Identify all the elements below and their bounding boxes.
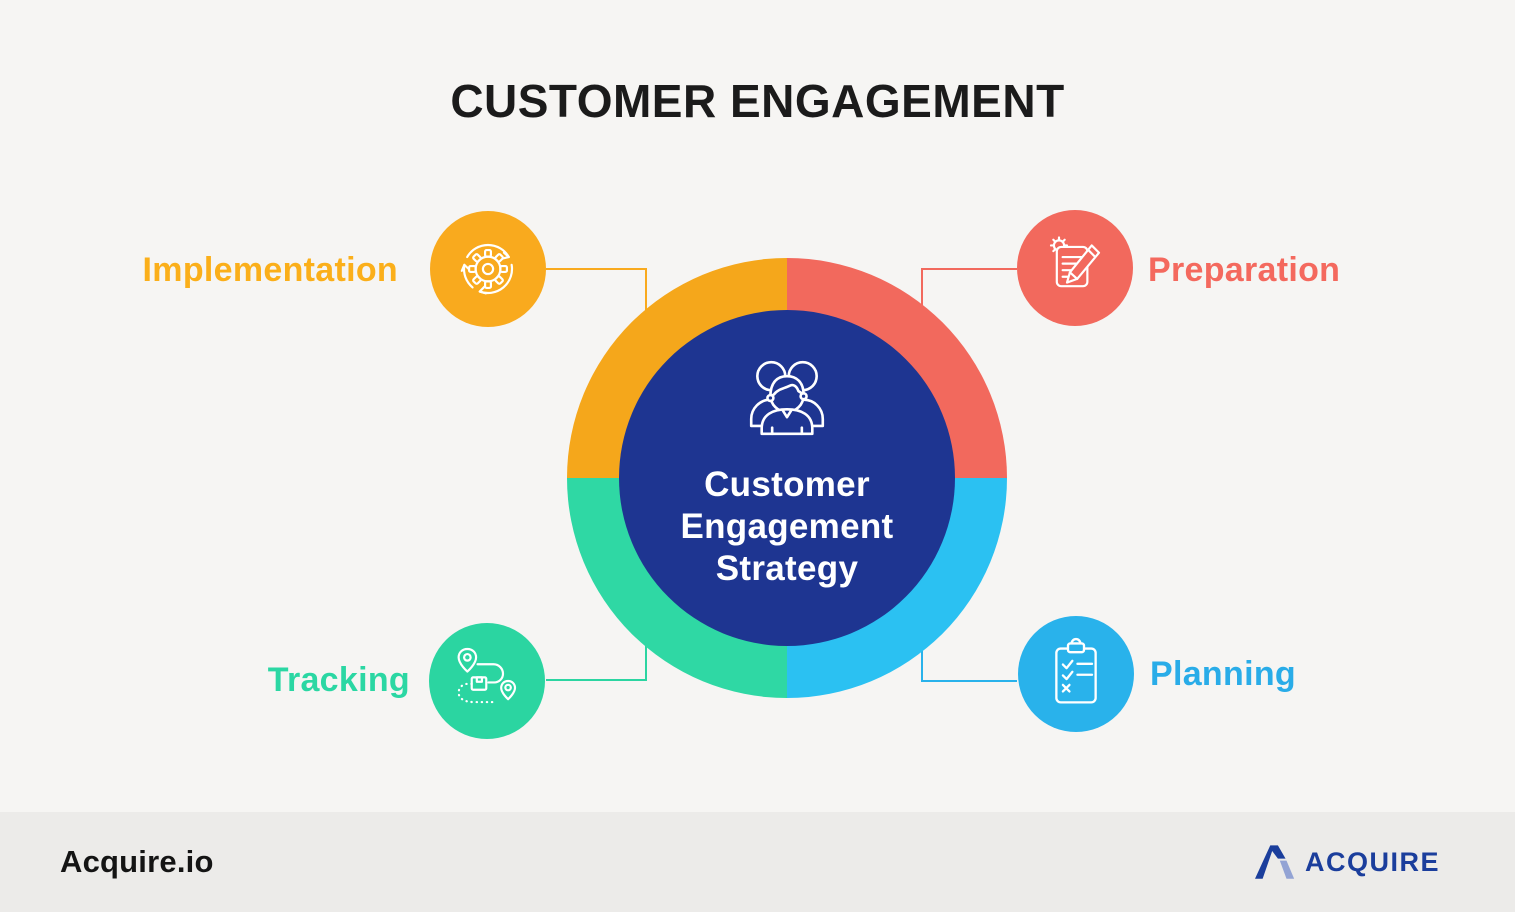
brand-text: Acquire.io [60,844,214,879]
label-tracking: Tracking [267,661,410,699]
node-preparation [1017,210,1133,326]
page-title: CUSTOMER ENGAGEMENT [450,75,1065,127]
center-label-line2: Engagement [680,507,894,546]
acquire-logo-text: ACQUIRE [1304,846,1440,877]
gear-cycle-icon [460,243,514,295]
center-label: Customer Engagement Strategy [680,464,893,590]
node-tracking [429,623,545,739]
route-pins-package-icon [457,647,517,704]
connector-tracking [546,630,647,681]
acquire-logo-icon [1254,844,1295,879]
label-preparation: Preparation [1148,251,1341,289]
center-label-line3: Strategy [715,549,859,588]
footer-bar: Acquire.io ACQUIRE [0,812,1515,912]
clipboard-checklist-icon [1055,637,1097,704]
node-planning [1018,616,1134,732]
document-pencil-gear-icon [1049,236,1101,288]
label-planning: Planning [1150,655,1296,693]
node-implementation [430,211,546,327]
acquire-logo: ACQUIRE [1254,844,1440,880]
center-label-line1: Customer [704,465,870,504]
people-group-icon [749,360,825,436]
label-implementation: Implementation [142,251,398,289]
connector-implementation [546,268,647,330]
center-circle: Customer Engagement Strategy [619,310,955,646]
